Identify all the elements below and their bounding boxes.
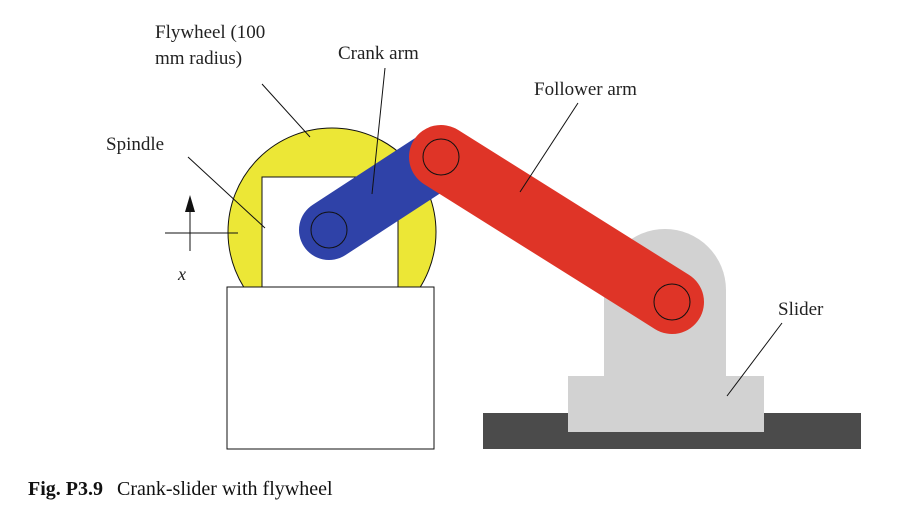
support-block (226, 286, 435, 450)
x-arrow-icon (185, 195, 195, 212)
flywheel-leader (261, 83, 311, 138)
figure-title: Crank-slider with flywheel (117, 478, 333, 500)
slider-base (568, 376, 764, 432)
slider-leader (726, 322, 783, 397)
slider-label: Slider (778, 299, 824, 320)
flywheel-label-line1: Flywheel (100 (155, 22, 265, 43)
follower-joint-pin (422, 138, 460, 176)
figure-caption: Fig. P3.9 Crank-slider with flywheel (28, 478, 333, 501)
slider-pin (653, 283, 691, 321)
flywheel-label-line2: mm radius) (155, 48, 242, 69)
follower-arm-label: Follower arm (534, 79, 637, 100)
figure-number: Fig. P3.9 (28, 478, 103, 500)
follower-arm-leader (519, 102, 579, 193)
x-axis-label: x (177, 264, 186, 284)
crank-pin (310, 211, 348, 249)
crank-arm-leader (371, 67, 386, 195)
follower-arm (409, 125, 704, 334)
spindle-label: Spindle (106, 134, 164, 155)
crank-arm-label: Crank arm (338, 43, 419, 64)
spindle-leader (187, 156, 266, 229)
